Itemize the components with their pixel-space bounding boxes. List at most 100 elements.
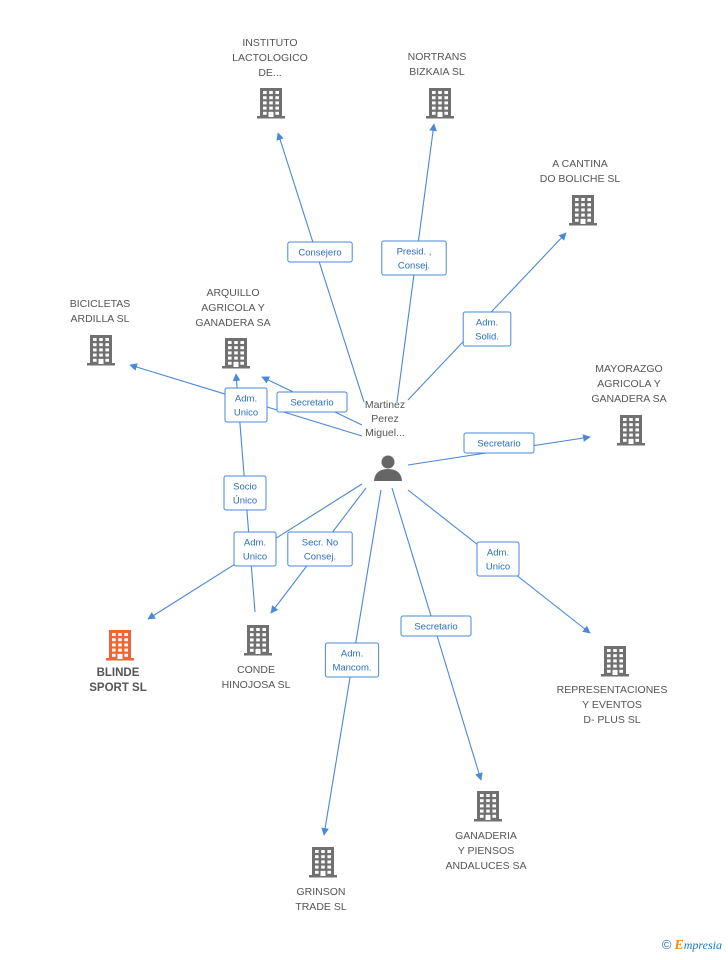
company-node-representaciones[interactable]: REPRESENTACIONES Y EVENTOS D- PLUS SL (557, 646, 668, 726)
company-node-mayorazgo[interactable]: MAYORAZGO AGRICOLA Y GANADERA SA (591, 363, 667, 446)
edge-label-nortrans[interactable]: Presid. , Consej. (381, 240, 447, 276)
building-icon (309, 847, 337, 878)
company-label: ANDALUCES SA (445, 860, 526, 872)
edge-label-box (476, 541, 520, 577)
company-label: Y PIENSOS (458, 845, 514, 857)
edge-label-text: Único (233, 496, 257, 507)
company-label: MAYORAZGO (595, 363, 662, 375)
building-icon (617, 415, 645, 446)
company-label: INSTITUTO (242, 37, 297, 49)
company-label: D- PLUS SL (583, 714, 640, 726)
edge-label-bicicletas[interactable]: Adm.Unico (224, 387, 268, 423)
footer-brand[interactable]: © Empresia (662, 937, 722, 954)
building-icon (569, 195, 597, 226)
building-icon (222, 338, 250, 369)
company-label: SPORT SL (89, 682, 147, 694)
edge-label-box (324, 642, 380, 678)
edge-label-text: Secretario (414, 622, 457, 633)
nodes-layer: INSTITUTO LACTOLOGICO DE... NORTRANS BIZKAIA… (70, 37, 668, 913)
building-icon (244, 625, 272, 656)
building-icon (474, 791, 502, 822)
building-icon (87, 335, 115, 366)
company-label: Y EVENTOS (582, 699, 642, 711)
edge-label-representaciones[interactable]: Adm. Unico (476, 541, 520, 577)
edge-label-text: Secr. No (302, 538, 338, 549)
person-label: Perez (371, 413, 398, 425)
edge-label-text: Adm. (244, 538, 266, 549)
company-label: GANADERA SA (591, 393, 666, 405)
edge-label-box (233, 531, 277, 567)
edge-label-text: Unico (486, 562, 510, 573)
edge-label-box (276, 391, 348, 413)
company-node-arquillo[interactable]: ARQUILLO AGRICOLA Y GANADERA SA (195, 287, 271, 369)
company-label: HINOJOSA SL (222, 679, 291, 691)
edge-label-blinde[interactable]: Adm. Unico (233, 531, 277, 567)
edges-layer (129, 123, 591, 836)
edge-label-box (400, 615, 472, 637)
company-node-grinson[interactable]: GRINSON TRADE SL (295, 847, 347, 913)
company-label: REPRESENTACIONES (557, 684, 668, 696)
company-node-blinde[interactable]: BLINDE SPORT SL (89, 630, 147, 694)
company-node-instituto[interactable]: INSTITUTO LACTOLOGICO DE... (232, 37, 308, 119)
edge-label-text: Consej. (398, 261, 430, 272)
edge-label-text: Socio (233, 482, 257, 493)
edge-label-text: Unico (243, 552, 267, 563)
edge-label-text: Consej. (304, 552, 336, 563)
company-label: DO BOLICHE SL (540, 173, 621, 185)
company-label: NORTRANS (408, 51, 467, 63)
company-label: CONDE (237, 664, 275, 676)
company-label: AGRICOLA Y (201, 302, 264, 314)
building-icon (106, 630, 134, 661)
company-label: GRINSON (296, 886, 345, 898)
edge-label-text: Adm. (341, 649, 363, 660)
company-label: AGRICOLA Y (597, 378, 660, 390)
company-label: TRADE SL (295, 901, 347, 913)
edge-label-box (287, 531, 353, 567)
edge-label-text: Adm. (235, 394, 257, 405)
company-label: ARQUILLO (206, 287, 259, 299)
company-label: DE... (258, 67, 281, 79)
company-node-ganaderia[interactable]: GANADERIA Y PIENSOS ANDALUCES SA (445, 791, 527, 872)
edge-label-text: Mancom. (332, 663, 371, 674)
company-label: BIZKAIA SL (409, 66, 465, 78)
edge-label-text: Adm. (487, 548, 509, 559)
edge-label-text: Secretario (290, 398, 333, 409)
edge-label-ganaderia[interactable]: Secretario (400, 615, 472, 637)
company-label: GANADERA SA (195, 317, 270, 329)
edge-label-grinson[interactable]: Adm. Mancom. (324, 642, 380, 678)
company-label: LACTOLOGICO (232, 52, 308, 64)
edge-label-acantina[interactable]: Adm.Solid. (462, 311, 512, 347)
company-label: ARDILLA SL (71, 313, 130, 325)
person-node[interactable]: MartinezPerezMiguel... (365, 399, 405, 481)
edge-label-text: Solid. (475, 332, 499, 343)
edge-label-instituto[interactable]: Consejero (287, 241, 353, 263)
brand-logo-text: mpresia (683, 938, 722, 952)
copyright-icon: © (661, 937, 672, 952)
edge-label-box (287, 241, 353, 263)
company-node-acantina[interactable]: A CANTINA DO BOLICHE SL (540, 158, 621, 226)
company-label: GANADERIA (455, 830, 517, 842)
edge-label-conde[interactable]: Secr. No Consej. (287, 531, 353, 567)
edge-label-box (463, 432, 535, 454)
edge-label-box (224, 387, 268, 423)
edge-label-text: Presid. , (397, 247, 432, 258)
edge-label-text: Secretario (477, 439, 520, 450)
edge-label-mayorazgo[interactable]: Secretario (463, 432, 535, 454)
company-label: BLINDE (97, 667, 140, 679)
company-label: A CANTINA (552, 158, 607, 170)
edge-label-arquillo[interactable]: Secretario (276, 391, 348, 413)
company-node-conde[interactable]: CONDE HINOJOSA SL (222, 625, 291, 691)
person-label: Martinez (365, 399, 405, 411)
edge-label-box (462, 311, 512, 347)
edge-label-text: Consejero (298, 248, 341, 259)
person-icon (374, 455, 402, 481)
company-node-nortrans[interactable]: NORTRANS BIZKAIA SL (408, 51, 467, 119)
edge-label-box (223, 475, 267, 511)
building-icon (601, 646, 629, 677)
building-icon (257, 88, 285, 119)
brand-logo-e: E (674, 938, 684, 953)
edge-line-instituto (276, 132, 365, 403)
